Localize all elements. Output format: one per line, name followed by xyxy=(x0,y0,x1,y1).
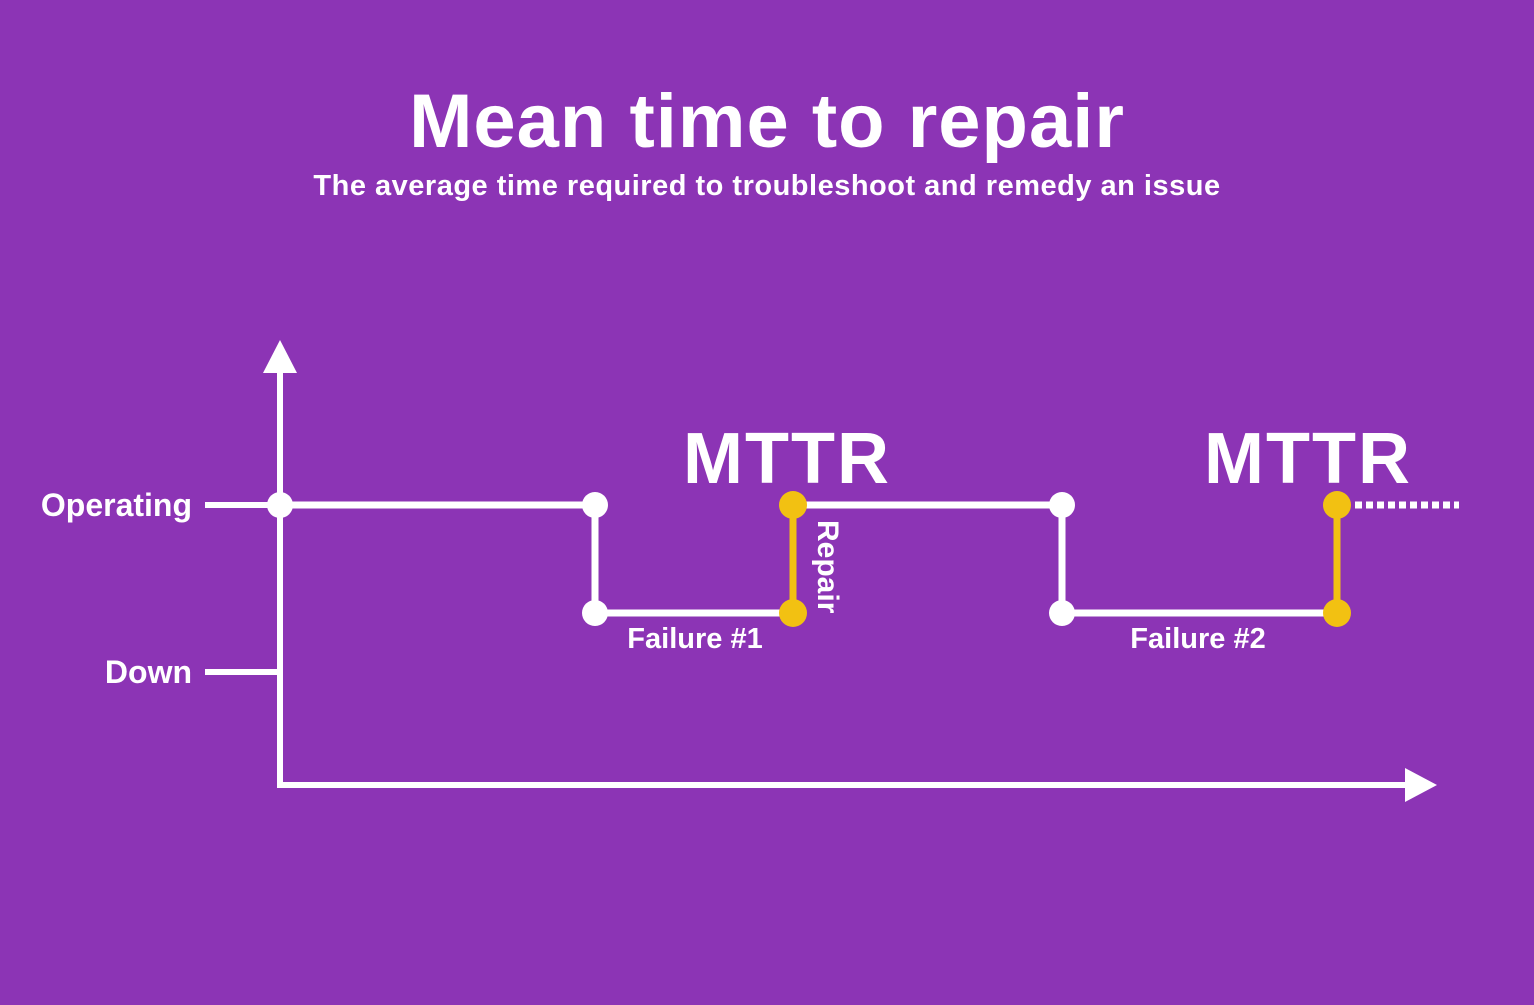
state-dot-start xyxy=(267,492,293,518)
state-dot-failure2-top xyxy=(1049,492,1075,518)
down-label: Down xyxy=(105,654,192,690)
repair2-dot-top xyxy=(1323,491,1351,519)
page-subtitle: The average time required to troubleshoo… xyxy=(313,170,1221,202)
uptime-segment-2 xyxy=(793,501,1337,617)
uptime-segment-1 xyxy=(280,501,793,617)
repair-label: Repair xyxy=(811,520,844,614)
x-axis-arrowhead-icon xyxy=(1405,768,1437,802)
mttr-label-1: MTTR xyxy=(683,419,891,499)
page-title: Mean time to repair xyxy=(409,79,1125,164)
header: Mean time to repair The average time req… xyxy=(0,84,1534,203)
state-dot-failure2-bottom xyxy=(1049,600,1075,626)
y-axis-arrowhead-icon xyxy=(263,340,297,373)
repair1-dot-top xyxy=(779,491,807,519)
mttr-label-2: MTTR xyxy=(1204,419,1412,499)
failure2-label: Failure #2 xyxy=(1130,623,1265,655)
repair1-dot-bottom xyxy=(779,599,807,627)
state-dot-failure1-bottom xyxy=(582,600,608,626)
repair2-dot-bottom xyxy=(1323,599,1351,627)
state-dot-failure1-top xyxy=(582,492,608,518)
operating-label: Operating xyxy=(41,487,192,523)
failure1-label: Failure #1 xyxy=(627,623,762,655)
